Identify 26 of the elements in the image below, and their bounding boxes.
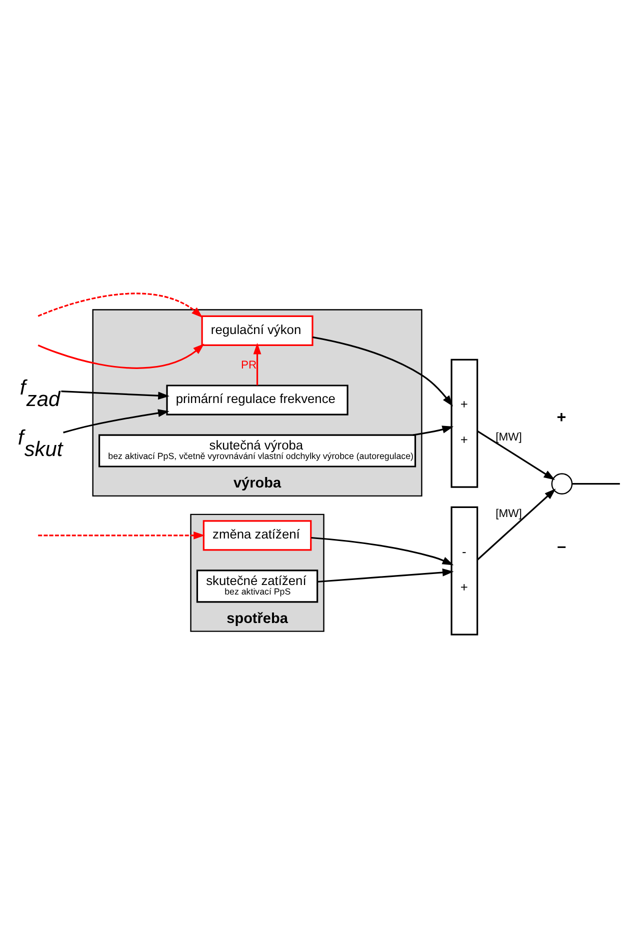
arrow [476,430,556,480]
node-box: - + [450,506,478,635]
arrow [61,390,170,400]
node-circle [551,472,573,494]
arrow [476,488,556,560]
arrow [311,536,454,565]
arrow [317,568,454,582]
arrow [38,343,204,368]
node-label: + [556,408,566,426]
node-label: – [557,537,566,556]
arrow [38,292,203,318]
arrow [412,425,454,436]
edge-label: [MW] [496,430,522,443]
node-box: primární regulace frekvence [166,384,348,415]
arrow [253,342,262,385]
node-box: skutečné zatížení bez aktivací PpS [196,569,318,602]
arrow [312,336,453,406]
arrow [63,408,170,433]
node-box: + + [450,358,478,488]
connector [572,482,620,484]
edge-label: [MW] [496,508,522,520]
edge-label: PR [240,358,257,371]
node-box: regulační výkon [201,314,314,346]
arrow [38,530,205,539]
node-box: skutečná výroba bez aktivací PpS, včetně vyrovnávání vlastní odchylky výrobce (autoregulace) [98,434,416,467]
node-box: změna zatížení [202,520,312,550]
